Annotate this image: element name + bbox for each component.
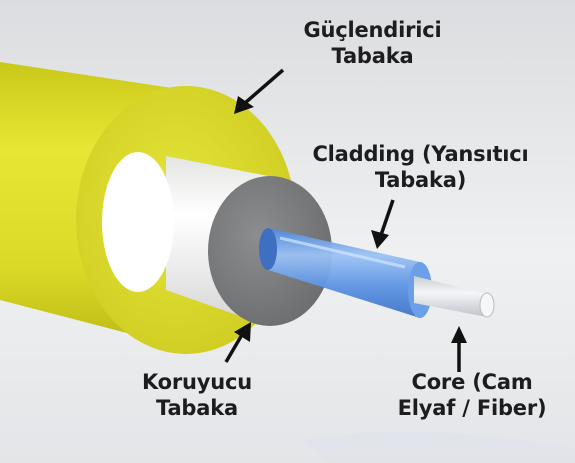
protective-layer-label: Koruyucu Tabaka — [112, 369, 282, 421]
glass-core — [414, 276, 495, 318]
core-label: Core (Cam Elyaf / Fiber) — [372, 369, 572, 421]
floor-reflection — [300, 431, 575, 463]
arrow-strength-layer — [234, 68, 285, 114]
strength-layer-label: Güçlendirici Tabaka — [270, 17, 475, 69]
arrow-protective-layer — [224, 322, 251, 363]
arrow-core — [451, 326, 467, 372]
strength-layer-label-line1: Güçlendirici — [303, 18, 442, 42]
protective-layer-label-line2: Tabaka — [156, 396, 238, 420]
core-label-line2: Elyaf / Fiber) — [397, 396, 547, 420]
arrow-cladding — [371, 199, 395, 249]
protective-layer-label-line1: Koruyucu — [141, 370, 253, 394]
cladding-label-line1: Cladding (Yansıtıcı — [312, 142, 529, 166]
cladding-label-line2: Tabaka) — [374, 168, 467, 192]
cladding-label: Cladding (Yansıtıcı Tabaka) — [278, 141, 563, 193]
strength-layer-label-line2: Tabaka — [331, 44, 414, 68]
core-label-line1: Core (Cam — [411, 370, 533, 394]
